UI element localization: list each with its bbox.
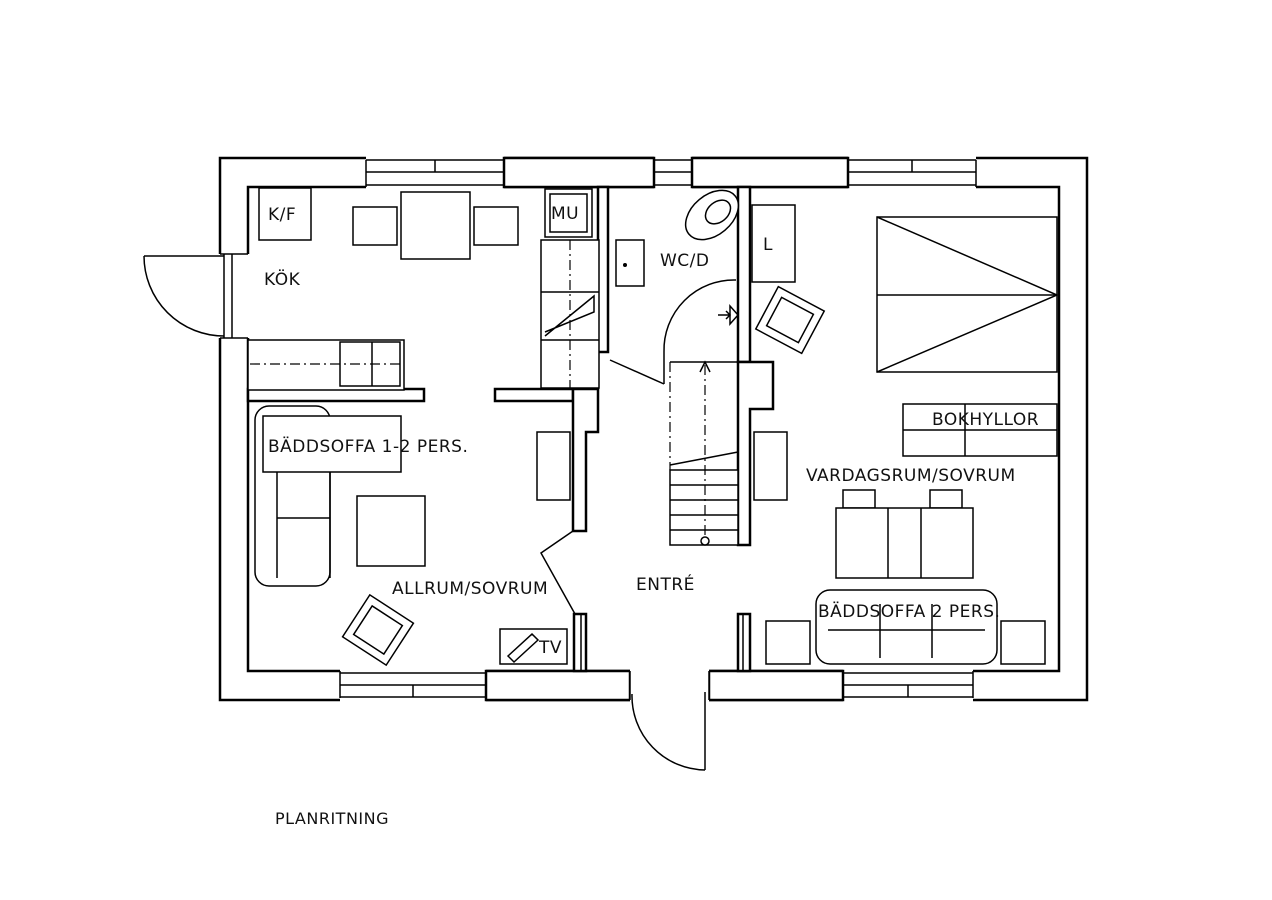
living-label: VARDAGSRUM/SOVRUM [806,466,1016,486]
interior-doors [540,279,744,671]
microwave-label: MU [551,204,579,224]
interior-walls [246,185,775,673]
kitchen-label: KÖK [264,268,301,290]
room-labels: K/F KÖK MU WC/D L BÄDDSOFFA 1-2 PERS. AL… [264,204,1039,658]
allrum-label: ALLRUM/SOVRUM [392,579,548,599]
living-furniture [754,216,1059,665]
fridge-freezer-label: K/F [268,205,296,225]
staircase [669,360,739,546]
wc-label: WC/D [660,251,710,271]
sofa-bed-right-label: BÄDDSOFFA 2 PERS. [818,601,1000,622]
bookshelves-label: BOKHYLLOR [932,410,1039,430]
allrum-furniture [254,405,568,667]
kitchen-door [143,253,252,339]
corridor-closets [536,431,788,501]
linen-label: L [763,235,773,255]
wc-fixtures [615,189,796,326]
entrance-door [629,668,710,771]
sofa-bed-left-label: BÄDDSOFFA 1-2 PERS. [268,436,468,457]
entrance-label: ENTRÉ [636,573,695,595]
wall-segments [484,156,850,702]
plan-caption: PLANRITNING [275,809,389,828]
kitchen-furniture [247,187,600,391]
windows [339,156,977,702]
tv-label: TV [538,638,562,658]
